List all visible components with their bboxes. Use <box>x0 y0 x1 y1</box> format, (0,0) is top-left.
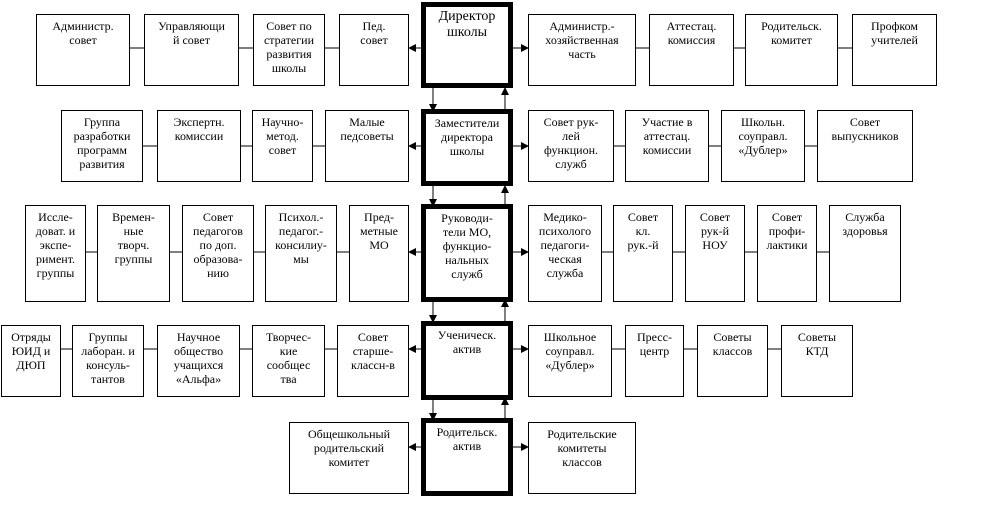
node-yid-squads: Отряды ЮИД и ДЮП <box>1 325 61 397</box>
node-seniors-council: Совет старше- классн-в <box>337 325 409 397</box>
node-dev-program-group: Группа разработки программ развития <box>61 110 143 182</box>
node-parent-committee: Родительск. комитет <box>745 14 838 86</box>
node-alfa-society: Научное общество учащихся «Альфа» <box>157 325 240 397</box>
node-lab-groups: Группы лаборан. и консуль- тантов <box>72 325 144 397</box>
node-class-parent-committees: Родительские комитеты классов <box>528 422 636 494</box>
node-attestation-participation: Участие в аттестац. комиссии <box>625 110 709 182</box>
node-attestation-commission: Аттестац. комиссия <box>649 14 734 86</box>
node-expert-commissions: Экспертн. комиссии <box>157 110 241 182</box>
node-teachers-union: Профком учителей <box>852 14 937 86</box>
node-prevention-council: Совет профи- лактики <box>757 205 817 302</box>
node-nou-council: Совет рук-й НОУ <box>685 205 745 302</box>
node-admin-council: Администр. совет <box>36 14 130 86</box>
node-strategy-council: Совет по стратегии развития школы <box>253 14 325 86</box>
node-school-parent-committee: Общешкольный родительский комитет <box>289 422 409 494</box>
node-psych-consiliums: Психол.- педагог.- консилиу- мы <box>265 205 337 302</box>
node-medical-psych-service: Медико- психолого педагоги- ческая служб… <box>528 205 602 302</box>
node-school-selfgov-dubler: Школьн. соуправл. «Дублер» <box>721 110 805 182</box>
node-health-service: Служба здоровья <box>829 205 901 302</box>
node-ped-council: Пед. совет <box>339 14 409 86</box>
node-student-asset: Ученическ. актив <box>421 321 513 400</box>
node-governing-council: Управляющи й совет <box>144 14 239 86</box>
node-class-teachers-council: Совет кл. рук.-й <box>613 205 673 302</box>
node-extra-edu-council: Совет педагогов по доп. образова- нию <box>182 205 254 302</box>
node-press-center: Пресс- центр <box>625 325 684 397</box>
node-student-selfgov-dubler: Школьное соуправл. «Дублер» <box>528 325 612 397</box>
node-research-groups: Иссле- доват. и экспе- римент. группы <box>25 205 86 302</box>
node-parent-asset: Родительск. актив <box>421 418 513 496</box>
node-class-councils: Советы классов <box>697 325 768 397</box>
node-graduates-council: Совет выпускников <box>817 110 913 182</box>
node-deputy-directors: Заместители директора школы <box>421 109 513 186</box>
node-subject-mo: Пред- метные МО <box>349 205 409 302</box>
node-method-council: Научно- метод. совет <box>252 110 313 182</box>
node-admin-economic: Администр.- хозяйственная часть <box>528 14 636 86</box>
node-small-ped-councils: Малые педсоветы <box>325 110 409 182</box>
node-temp-creative-groups: Времен- ные творч. группы <box>97 205 170 302</box>
node-ktd-councils: Советы КТД <box>781 325 853 397</box>
node-creative-communities: Творчес- кие сообщес тва <box>252 325 325 397</box>
node-mo-heads: Руководи- тели МО, функцио- нальных служ… <box>421 204 513 302</box>
node-service-heads-council: Совет рук- лей функцион. служб <box>528 110 614 182</box>
node-director: Директор школы <box>421 2 513 88</box>
